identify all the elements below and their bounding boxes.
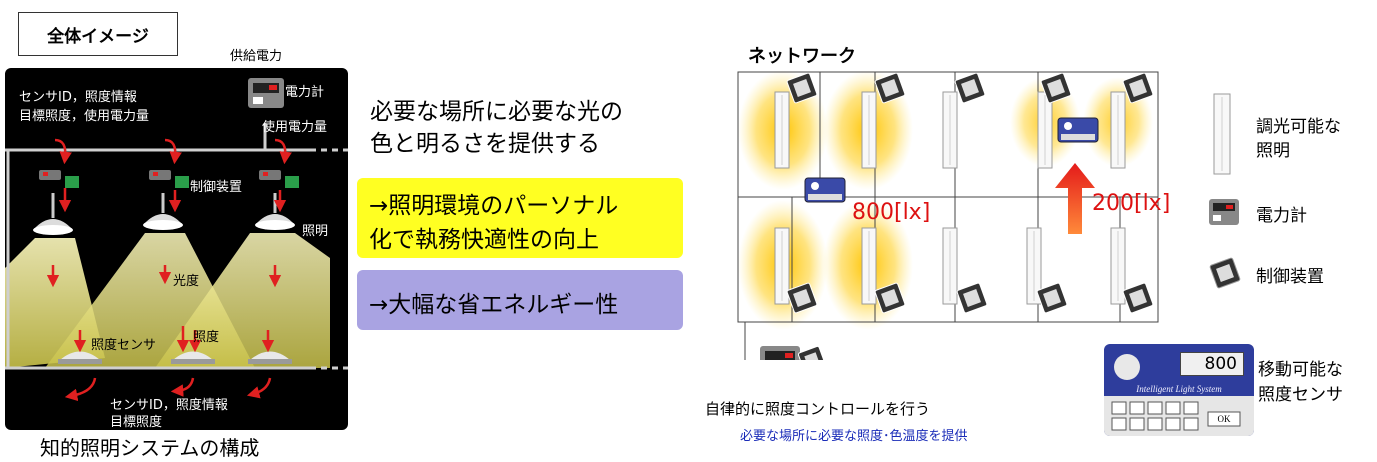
light-beam-right: [155, 233, 330, 368]
benefit-energy-box: →大幅な省エネルギー性: [357, 270, 683, 330]
sensor-display: 800: [1180, 352, 1244, 376]
lux-right-label: 200[lx]: [1092, 191, 1171, 216]
sensor-lens-icon: [1114, 354, 1140, 380]
floor-sensors: [804, 117, 1099, 203]
sensor-info-bottom-line2: 目標照度: [110, 415, 163, 430]
meter-label: 電力計: [285, 85, 325, 100]
keypad-buttons: [1111, 401, 1241, 431]
controller-icon: [1209, 257, 1241, 289]
autonomous-control-text: 自律的に照度コントロールを行う: [705, 400, 931, 418]
illuminance-sensors: [58, 351, 292, 364]
increase-arrow: [1055, 163, 1095, 234]
benefit-comfort-box: →照明環境のパーソナル 化で執務快適性の向上: [357, 178, 683, 258]
provide-illuminance-note: 必要な場所に必要な照度･色温度を提供: [740, 429, 968, 444]
controller-label: 制御装置: [190, 180, 243, 195]
legend-dimmable-line2: 照明: [1256, 141, 1290, 161]
legend-sensor-line2: 照度センサ: [1258, 385, 1343, 405]
legend-dimmable-line1: 調光可能な: [1256, 117, 1341, 137]
legend-sensor-line1: 移動可能な: [1258, 360, 1343, 380]
signal-arrows: [46, 138, 292, 402]
illuminance-label: 照度: [193, 330, 220, 345]
concept-line2: 色と明るさを提供する: [370, 131, 600, 157]
fluorescent-lights: [774, 91, 1126, 305]
benefit-comfort-line2: 化で執務快適性の向上: [369, 227, 599, 253]
system-diagram: [5, 78, 348, 402]
network-power-meter: [760, 345, 827, 360]
light-label: 照明: [302, 224, 329, 239]
sensor-info-top-line1: センサID，照度情報: [19, 90, 137, 105]
system-caption: 知的照明システムの構成: [40, 436, 260, 460]
device-ok-label: OK: [1217, 414, 1231, 424]
pendant-lamps: [33, 193, 295, 235]
legend-meter: 電力計: [1256, 206, 1307, 226]
supply-power-label: 供給電力: [230, 49, 283, 64]
benefit-energy-text: →大幅な省エネルギー性: [369, 292, 619, 318]
power-meter-icon: [1209, 199, 1239, 225]
network-lines: [5, 123, 348, 370]
device-brand: Intelligent Light System: [1136, 384, 1222, 394]
device-keypad: OK: [1104, 396, 1254, 436]
lux-left-label: 800[lx]: [852, 200, 931, 225]
system-diagram-panel: センサID，照度情報 目標照度，使用電力量 電力計 使用電力量 制御装置 照明 …: [5, 68, 348, 430]
sensor-label: 照度センサ: [91, 338, 157, 353]
sensor-info-bottom-line1: センサID，照度情報: [110, 398, 228, 413]
illuminance-sensor-device: 800 Intelligent Light System OK: [1104, 344, 1254, 436]
office-floor-diagram: [737, 70, 1159, 360]
controllers: [39, 170, 299, 188]
power-meter: [248, 78, 284, 108]
luminosity-label: 光度: [173, 274, 200, 289]
controller-chips: [786, 72, 1154, 314]
sensor-info-top-line2: 目標照度，使用電力量: [19, 109, 150, 124]
benefit-comfort-line1: →照明環境のパーソナル: [369, 193, 619, 219]
concept-line1: 必要な場所に必要な光の: [370, 99, 623, 125]
network-title: ネットワーク: [748, 46, 856, 67]
dimmable-light-icon: [1213, 93, 1231, 175]
legend-controller: 制御装置: [1256, 267, 1324, 287]
usage-label: 使用電力量: [262, 120, 328, 135]
overall-image-tag: 全体イメージ: [18, 12, 178, 56]
